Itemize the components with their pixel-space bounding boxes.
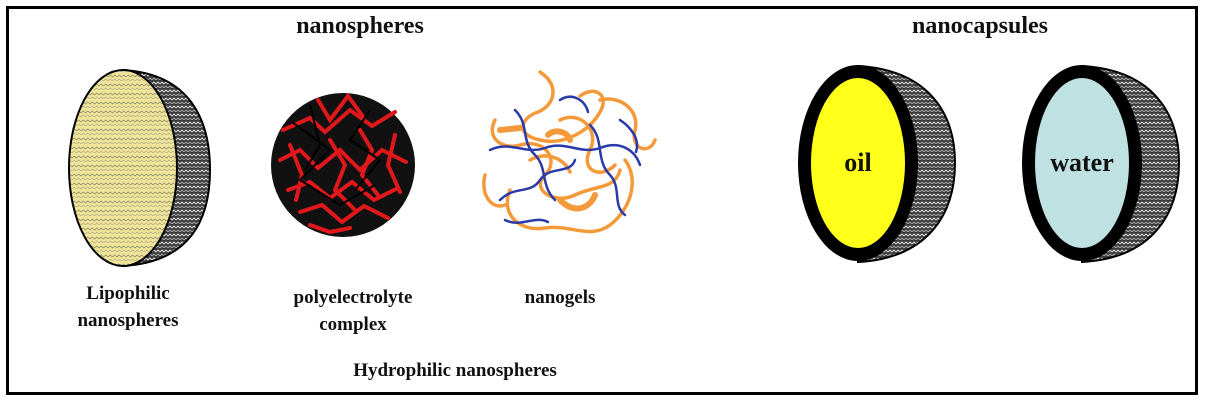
lipophilic-label-line1: Lipophilic [43,280,213,307]
polyelectrolyte-label: polyelectrolyte complex [263,284,443,338]
polyelectrolyte-label-line2: complex [263,311,443,338]
lipophilic-label-line2: nanospheres [43,307,213,334]
polyelectrolyte-label-line1: polyelectrolyte [263,284,443,311]
hydrophilic-label: Hydrophilic nanospheres [300,357,610,384]
polyelectrolyte-complex-shape [271,93,415,237]
oil-label: oil [818,148,898,178]
lipophilic-label: Lipophilic nanospheres [43,280,213,334]
lipophilic-nanosphere-shape [69,70,210,266]
nanospheres-header: nanospheres [260,13,460,40]
nanocapsules-header: nanocapsules [870,13,1090,40]
nanogels-shape [484,72,655,232]
nanogels-label: nanogels [500,284,620,311]
water-label: water [1032,148,1132,178]
